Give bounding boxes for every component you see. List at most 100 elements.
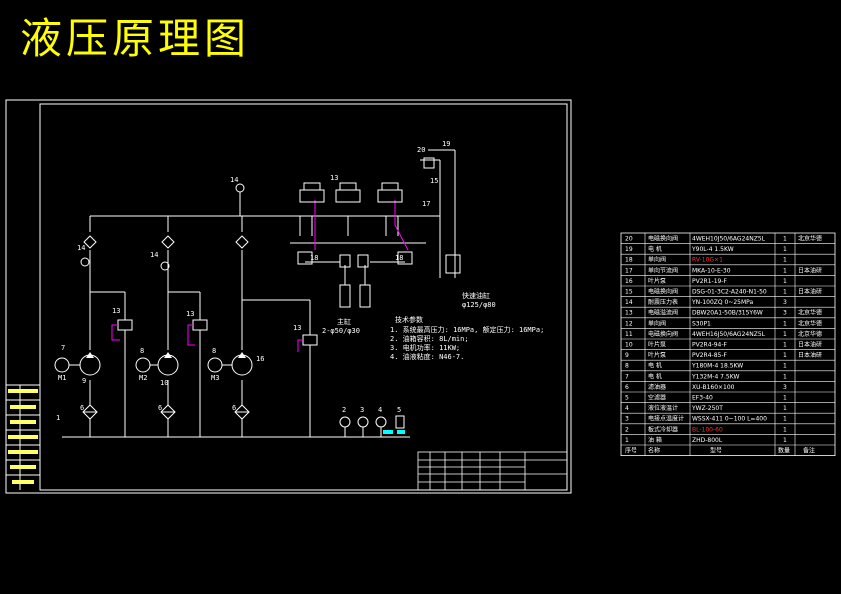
parts-row-no: 4 (625, 405, 629, 412)
parts-row-note: 北京华德 (798, 235, 822, 243)
main-cylinder-label: 主缸 (337, 317, 351, 326)
parts-row-qty: 1 (783, 352, 787, 359)
parts-table: 20 电磁换向阀 4WEH10J50/6AG24NZ5L 1 北京华德 19 电 机 Y90L… (620, 232, 836, 457)
pressure-gauge-icon (160, 261, 170, 271)
parts-row-model: Y90L-4 1.5KW (691, 246, 734, 253)
pump-arrows (86, 352, 246, 358)
parts-row-no: 3 (625, 416, 629, 423)
cyan-marks (383, 430, 405, 434)
filters (80, 183, 250, 420)
parts-row-qty: 1 (783, 246, 787, 253)
parts-row-no: 10 (625, 342, 633, 349)
label-9: 9 (82, 377, 86, 385)
title-block (417, 451, 568, 491)
pressure-lines (62, 149, 456, 438)
parts-row-qty: 1 (783, 278, 787, 285)
spec-line: 3. 电机功率: 11KW; (390, 343, 460, 352)
parts-row-no: 19 (625, 246, 633, 253)
parts-header-name: 名称 (648, 447, 660, 455)
parts-row-name: 电磁换向阀 (648, 235, 678, 243)
label-7: 7 (61, 344, 65, 352)
motor-m3-icon (207, 357, 223, 373)
parts-row-name: 单向阀 (648, 319, 666, 327)
parts-row-qty: 1 (783, 395, 787, 402)
parts-row-no: 2 (625, 426, 629, 433)
component-numbers: 14 14 14 13 13 13 7 8 8 9 10 16 6 6 6 1 … (56, 140, 450, 422)
label-6: 6 (80, 404, 84, 412)
parts-row-model: XU-B160×100 (692, 384, 735, 391)
parts-row-qty: 1 (783, 437, 787, 444)
parts-row-model: PV2R4-85-F (692, 352, 727, 359)
parts-row-name: 叶片泵 (648, 277, 666, 285)
check-valve-icon (161, 235, 175, 249)
parts-row-model: WSSX-411 0~100 L=400 (692, 416, 767, 423)
left-strip-labels (8, 389, 38, 484)
motor-label: M2 (139, 374, 147, 382)
label-13: 13 (112, 307, 120, 315)
parts-row-model: BL-100-60 (692, 426, 723, 433)
label-3: 3 (360, 406, 364, 414)
parts-row-note: 北京华德 (798, 309, 822, 317)
parts-row-no: 16 (625, 278, 633, 285)
parts-row-model: DSG-01-3C2-A240-N1-50 (692, 289, 767, 296)
parts-row-model: ZHD-800L (692, 437, 723, 444)
parts-row-qty: 1 (783, 416, 787, 423)
parts-row-name: 油 箱 (648, 436, 662, 444)
parts-row-model: DBW20A1-50B/315Y6W (692, 310, 763, 317)
parts-row-qty: 3 (783, 384, 787, 391)
pumps (54, 354, 253, 376)
parts-row-note: 北京华德 (798, 319, 822, 327)
motor-m1-icon (54, 357, 70, 373)
check-valve-icon (83, 235, 97, 249)
parts-row-model: YWZ-250T (691, 405, 723, 412)
parts-row-name: 单向阀 (648, 256, 666, 264)
parts-row-qty: 1 (783, 342, 787, 349)
label-14: 14 (230, 176, 238, 184)
label-18: 18 (395, 254, 403, 262)
parts-row-qty: 1 (783, 426, 787, 433)
motor-labels: M1 M2 M3 (58, 374, 219, 382)
parts-row-note: 北京华德 (798, 330, 822, 338)
label-19: 19 (442, 140, 450, 148)
parts-row-note: 日本油研 (798, 288, 822, 296)
label-2: 2 (342, 406, 346, 414)
parts-row-no: 13 (625, 310, 633, 317)
parts-row-model: 4WEH10J50/6AG24NZ5L (692, 236, 766, 243)
parts-header-note: 备注 (803, 447, 815, 455)
label-1: 1 (56, 414, 60, 422)
parts-row-model: Y180M-4 18.5KW (691, 363, 743, 370)
solenoid-wires (111, 200, 409, 352)
parts-row-name: 电磁溢流阀 (648, 309, 678, 317)
label-15: 15 (430, 177, 438, 185)
parts-row-name: 电 机 (648, 372, 662, 380)
pressure-gauge-icon (235, 183, 245, 193)
parts-row-name: 单向节流阀 (648, 266, 678, 274)
parts-row-no: 15 (625, 289, 633, 296)
parts-row-qty: 1 (783, 267, 787, 274)
parts-row-name: 叶片泵 (648, 341, 666, 349)
parts-header-qty: 数量 (778, 447, 790, 455)
label-8: 8 (140, 347, 144, 355)
label-13: 13 (186, 310, 194, 318)
label-18: 18 (310, 254, 318, 262)
parts-row-qty: 1 (783, 289, 787, 296)
parts-row-qty: 1 (783, 257, 787, 264)
label-16: 16 (256, 355, 264, 363)
parts-header-no: 序号 (625, 447, 637, 455)
label-11: 13 (330, 174, 338, 182)
parts-row-model: EF3-40 (692, 395, 713, 402)
spec-line: 1. 系统最高压力: 16MPa, 额定压力: 16MPa; (390, 325, 544, 334)
parts-row-name: 电磁换向阀 (648, 330, 678, 338)
filter-6b-icon (160, 404, 176, 420)
directional-valves (297, 157, 461, 308)
parts-row-note: 日本油研 (798, 266, 822, 274)
parts-row-no: 20 (625, 236, 633, 243)
parts-row-qty: 3 (783, 310, 787, 317)
label-6: 6 (158, 404, 162, 412)
parts-row-qty: 1 (783, 373, 787, 380)
parts-row-model: PV2R4-94-F (692, 342, 727, 349)
parts-row-model: MKA-10-E-30 (692, 267, 731, 274)
spec-line: 4. 油液粘度: N46-7. (390, 352, 464, 361)
tank-accessories (339, 415, 405, 437)
parts-row-no: 6 (625, 384, 629, 391)
